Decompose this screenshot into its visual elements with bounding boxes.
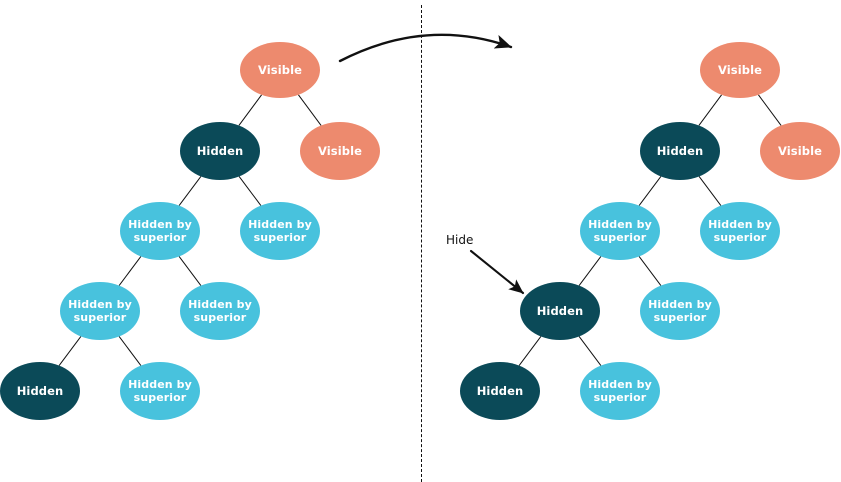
node-label: Hidden by superior [68, 297, 132, 324]
after-node-hidden-by-superior[interactable]: Hidden by superior [700, 202, 780, 260]
node-label: Hidden [656, 143, 704, 158]
after-node-visible[interactable]: Visible [760, 122, 840, 180]
node-label: Hidden by superior [588, 217, 652, 244]
tree-edge [518, 336, 542, 366]
before-node-visible[interactable]: Visible [300, 122, 380, 180]
node-label: Hidden [196, 143, 244, 158]
tree-edge [238, 176, 262, 206]
node-label: Hidden by superior [588, 377, 652, 404]
node-label: Hidden by superior [648, 297, 712, 324]
before-node-hidden[interactable]: Hidden [180, 122, 260, 180]
after-node-hidden-by-superior[interactable]: Hidden by superior [640, 282, 720, 340]
tree-edge [698, 94, 722, 126]
node-label: Hidden by superior [248, 217, 312, 244]
after-node-visible[interactable]: Visible [700, 42, 780, 98]
tree-edge [578, 336, 602, 366]
node-label: Hidden by superior [708, 217, 772, 244]
before-node-hidden-by-superior[interactable]: Hidden by superior [120, 202, 200, 260]
after-node-hidden[interactable]: Hidden [640, 122, 720, 180]
before-node-hidden-by-superior[interactable]: Hidden by superior [240, 202, 320, 260]
tree-edge [758, 94, 782, 126]
tree-edge [298, 94, 322, 126]
hide-arrow-icon [469, 249, 525, 295]
tree-edge [178, 256, 202, 286]
tree-edge [118, 256, 142, 286]
transition-arrow-icon [338, 33, 513, 63]
before-node-hidden-by-superior[interactable]: Hidden by superior [120, 362, 200, 420]
after-node-hidden[interactable]: Hidden [520, 282, 600, 340]
tree-edge [638, 176, 662, 206]
tree-edge [178, 176, 202, 206]
before-node-hidden[interactable]: Hidden [0, 362, 80, 420]
before-node-visible[interactable]: Visible [240, 42, 320, 98]
after-node-hidden-by-superior[interactable]: Hidden by superior [580, 202, 660, 260]
tree-edge [238, 94, 262, 126]
node-label: Visible [777, 143, 823, 158]
after-node-hidden[interactable]: Hidden [460, 362, 540, 420]
tree-edge [118, 336, 142, 366]
hide-annotation-label: Hide [446, 233, 474, 247]
node-label: Hidden [536, 303, 584, 318]
tree-edge [638, 256, 662, 286]
node-label: Visible [717, 62, 763, 77]
node-label: Hidden by superior [128, 377, 192, 404]
node-label: Visible [317, 143, 363, 158]
panel-divider [421, 5, 422, 482]
tree-edge [578, 256, 602, 286]
tree-edge [58, 336, 82, 366]
node-label: Hidden [476, 383, 524, 398]
before-node-hidden-by-superior[interactable]: Hidden by superior [180, 282, 260, 340]
after-node-hidden-by-superior[interactable]: Hidden by superior [580, 362, 660, 420]
node-label: Hidden by superior [188, 297, 252, 324]
node-label: Hidden [16, 383, 64, 398]
node-label: Visible [257, 62, 303, 77]
before-node-hidden-by-superior[interactable]: Hidden by superior [60, 282, 140, 340]
node-label: Hidden by superior [128, 217, 192, 244]
tree-edge [698, 176, 722, 206]
